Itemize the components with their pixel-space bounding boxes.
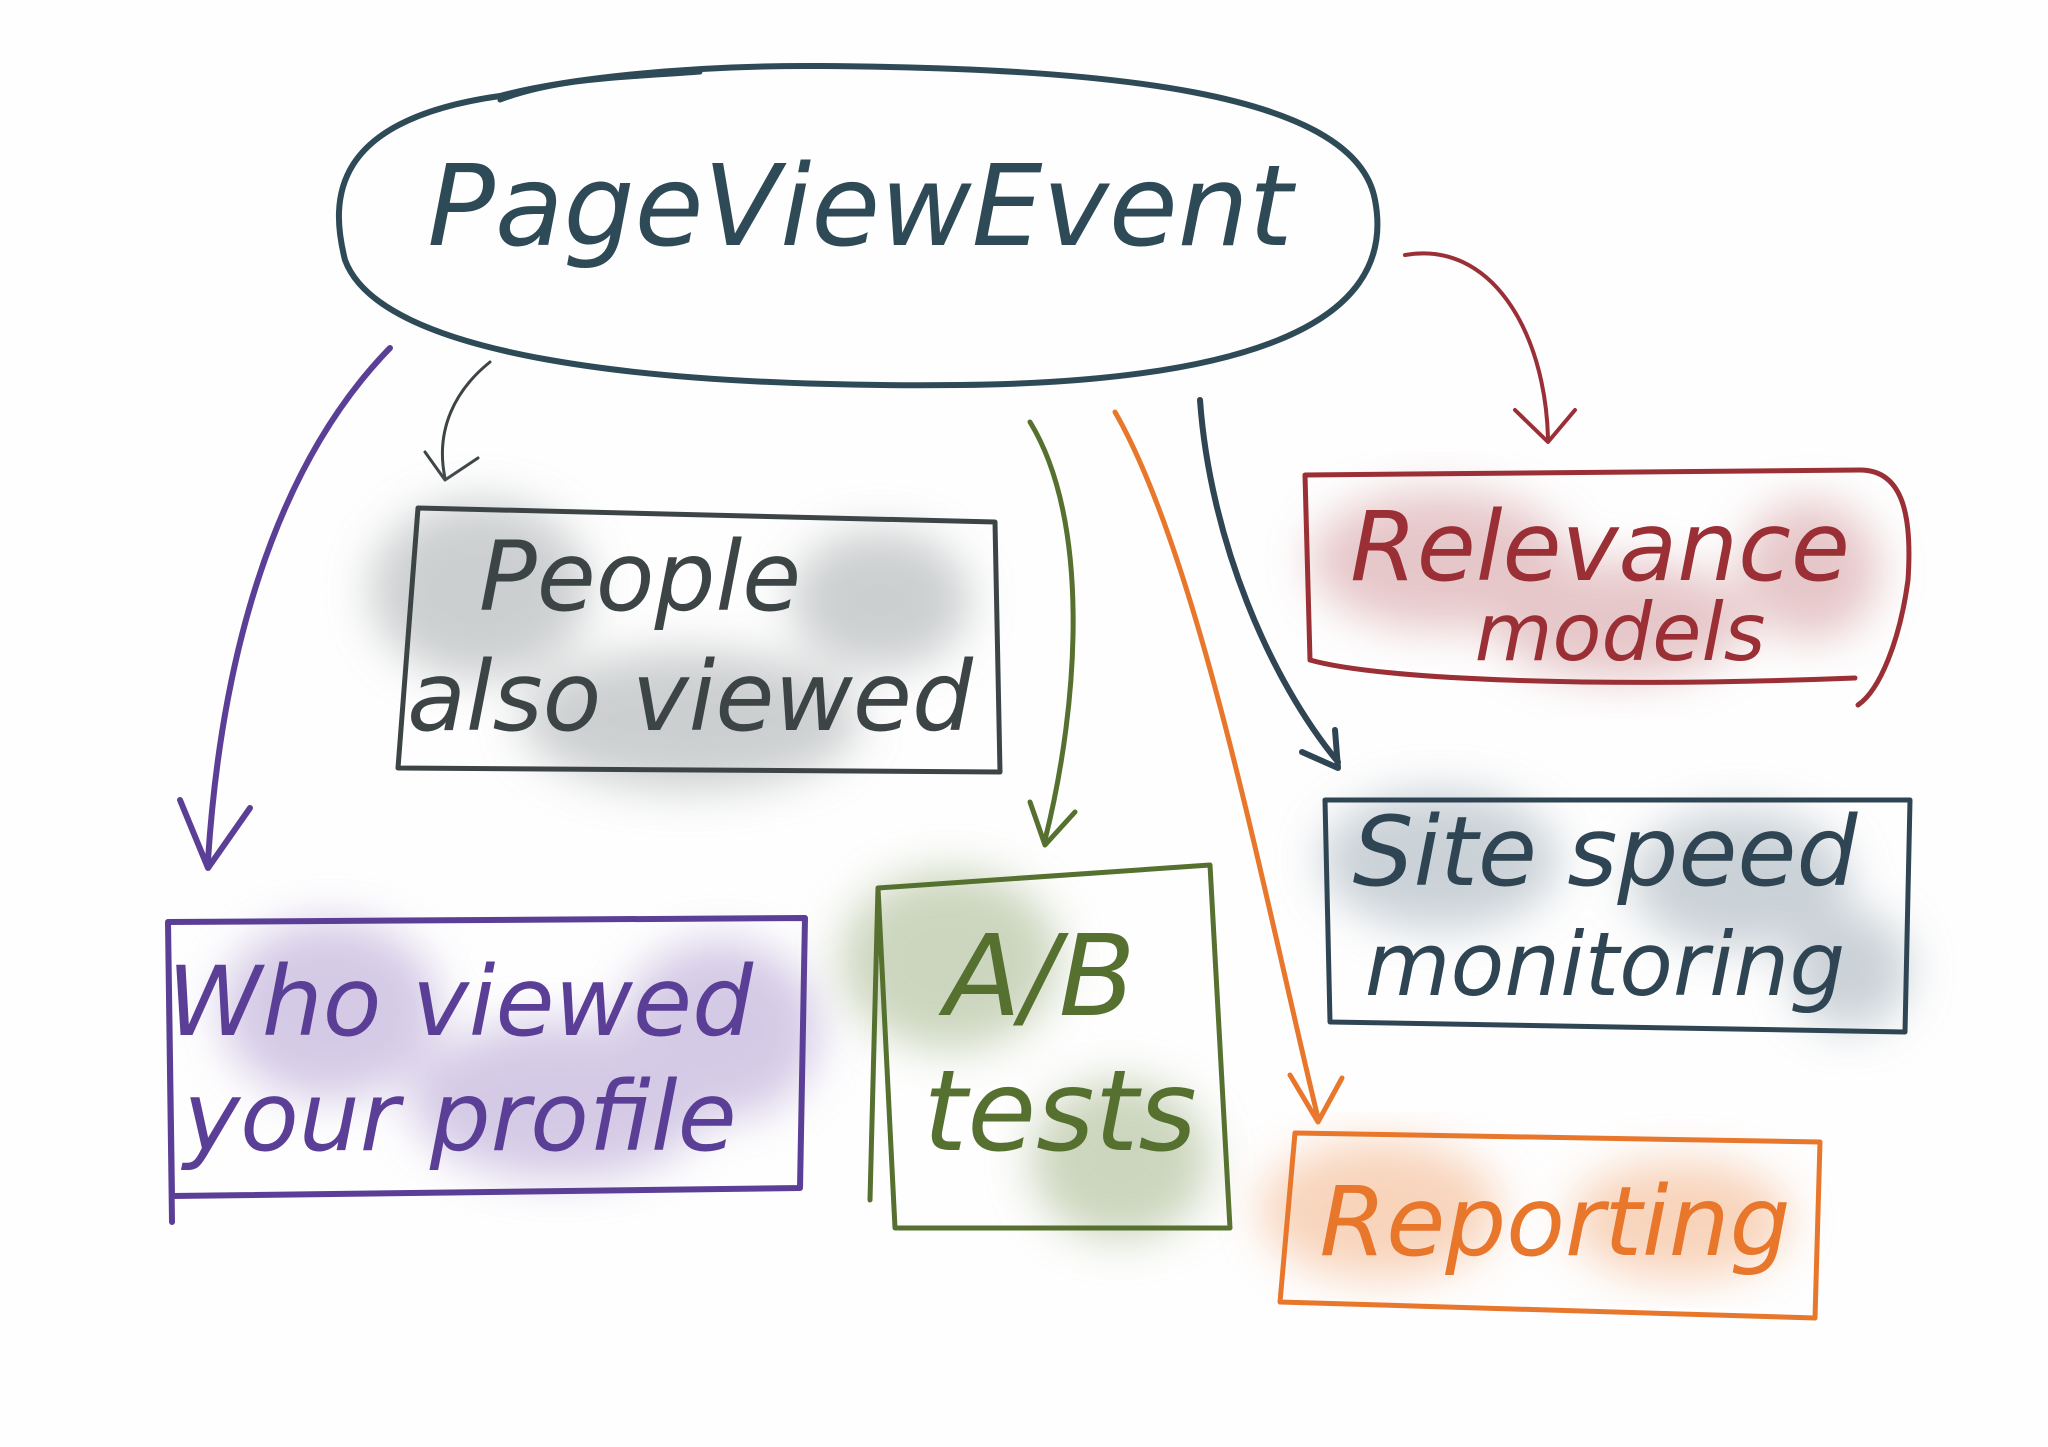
shade-ab-tests — [840, 870, 1210, 1240]
shade-people-also-viewed — [370, 500, 970, 790]
box-site-speed — [1322, 797, 1913, 1035]
label-relevance-models-line1: Relevance — [1350, 491, 1850, 603]
arrow-to-ab-tests — [1027, 419, 1076, 843]
shade-relevance-models — [1310, 490, 1880, 680]
shade-who-viewed — [220, 920, 820, 1180]
label-relevance-models-line2: models — [1475, 586, 1766, 679]
node-people-also-viewed: People also viewed — [370, 500, 1003, 790]
shade-reporting — [1260, 1140, 1790, 1280]
arrow-to-people-also-viewed — [440, 360, 492, 480]
label-reporting: Reporting — [1320, 1166, 1791, 1278]
box-reporting — [1277, 1130, 1823, 1321]
arrowhead-reporting — [1287, 1072, 1345, 1125]
label-people-also-viewed-line2: also viewed — [407, 641, 974, 753]
node-reporting: Reporting — [1260, 1130, 1823, 1321]
arrowhead-relevance — [1513, 408, 1577, 444]
box-who-viewed — [165, 915, 808, 1225]
root-ellipse-overstroke — [497, 69, 703, 103]
arrow-to-reporting — [1112, 409, 1321, 1121]
root-ellipse — [335, 62, 1381, 389]
shade-site-speed — [1320, 790, 1910, 1030]
root-label: PageViewEvent — [427, 142, 1296, 272]
arrowhead-site-speed — [1299, 727, 1341, 771]
arrowhead-who-viewed — [177, 797, 253, 871]
arrow-to-relevance — [1403, 251, 1550, 440]
node-site-speed: Site speed monitoring — [1320, 790, 1913, 1035]
label-site-speed-line1: Site speed — [1353, 796, 1859, 908]
node-who-viewed: Who viewed your profile — [165, 915, 820, 1225]
label-site-speed-line2: monitoring — [1365, 913, 1845, 1016]
root-node: PageViewEvent — [335, 62, 1381, 389]
arrow-to-site-speed — [1197, 397, 1341, 765]
label-who-viewed-line1: Who viewed — [167, 946, 754, 1058]
label-people-also-viewed-line1: People — [479, 521, 801, 633]
node-ab-tests: A/B tests — [840, 862, 1233, 1240]
label-ab-tests-line2: tests — [923, 1047, 1196, 1177]
arrows — [177, 251, 1577, 1125]
arrow-to-who-viewed — [205, 345, 393, 863]
node-relevance-models: Relevance models — [1302, 467, 1912, 708]
box-relevance-models — [1302, 467, 1912, 708]
arrowhead-ab-tests — [1027, 799, 1078, 848]
box-ab-tests — [867, 862, 1233, 1231]
box-people-also-viewed — [395, 505, 1003, 775]
label-who-viewed-line2: your profile — [180, 1061, 736, 1173]
arrowhead-people-also-viewed — [423, 450, 480, 482]
label-ab-tests-line1: A/B — [938, 912, 1135, 1042]
